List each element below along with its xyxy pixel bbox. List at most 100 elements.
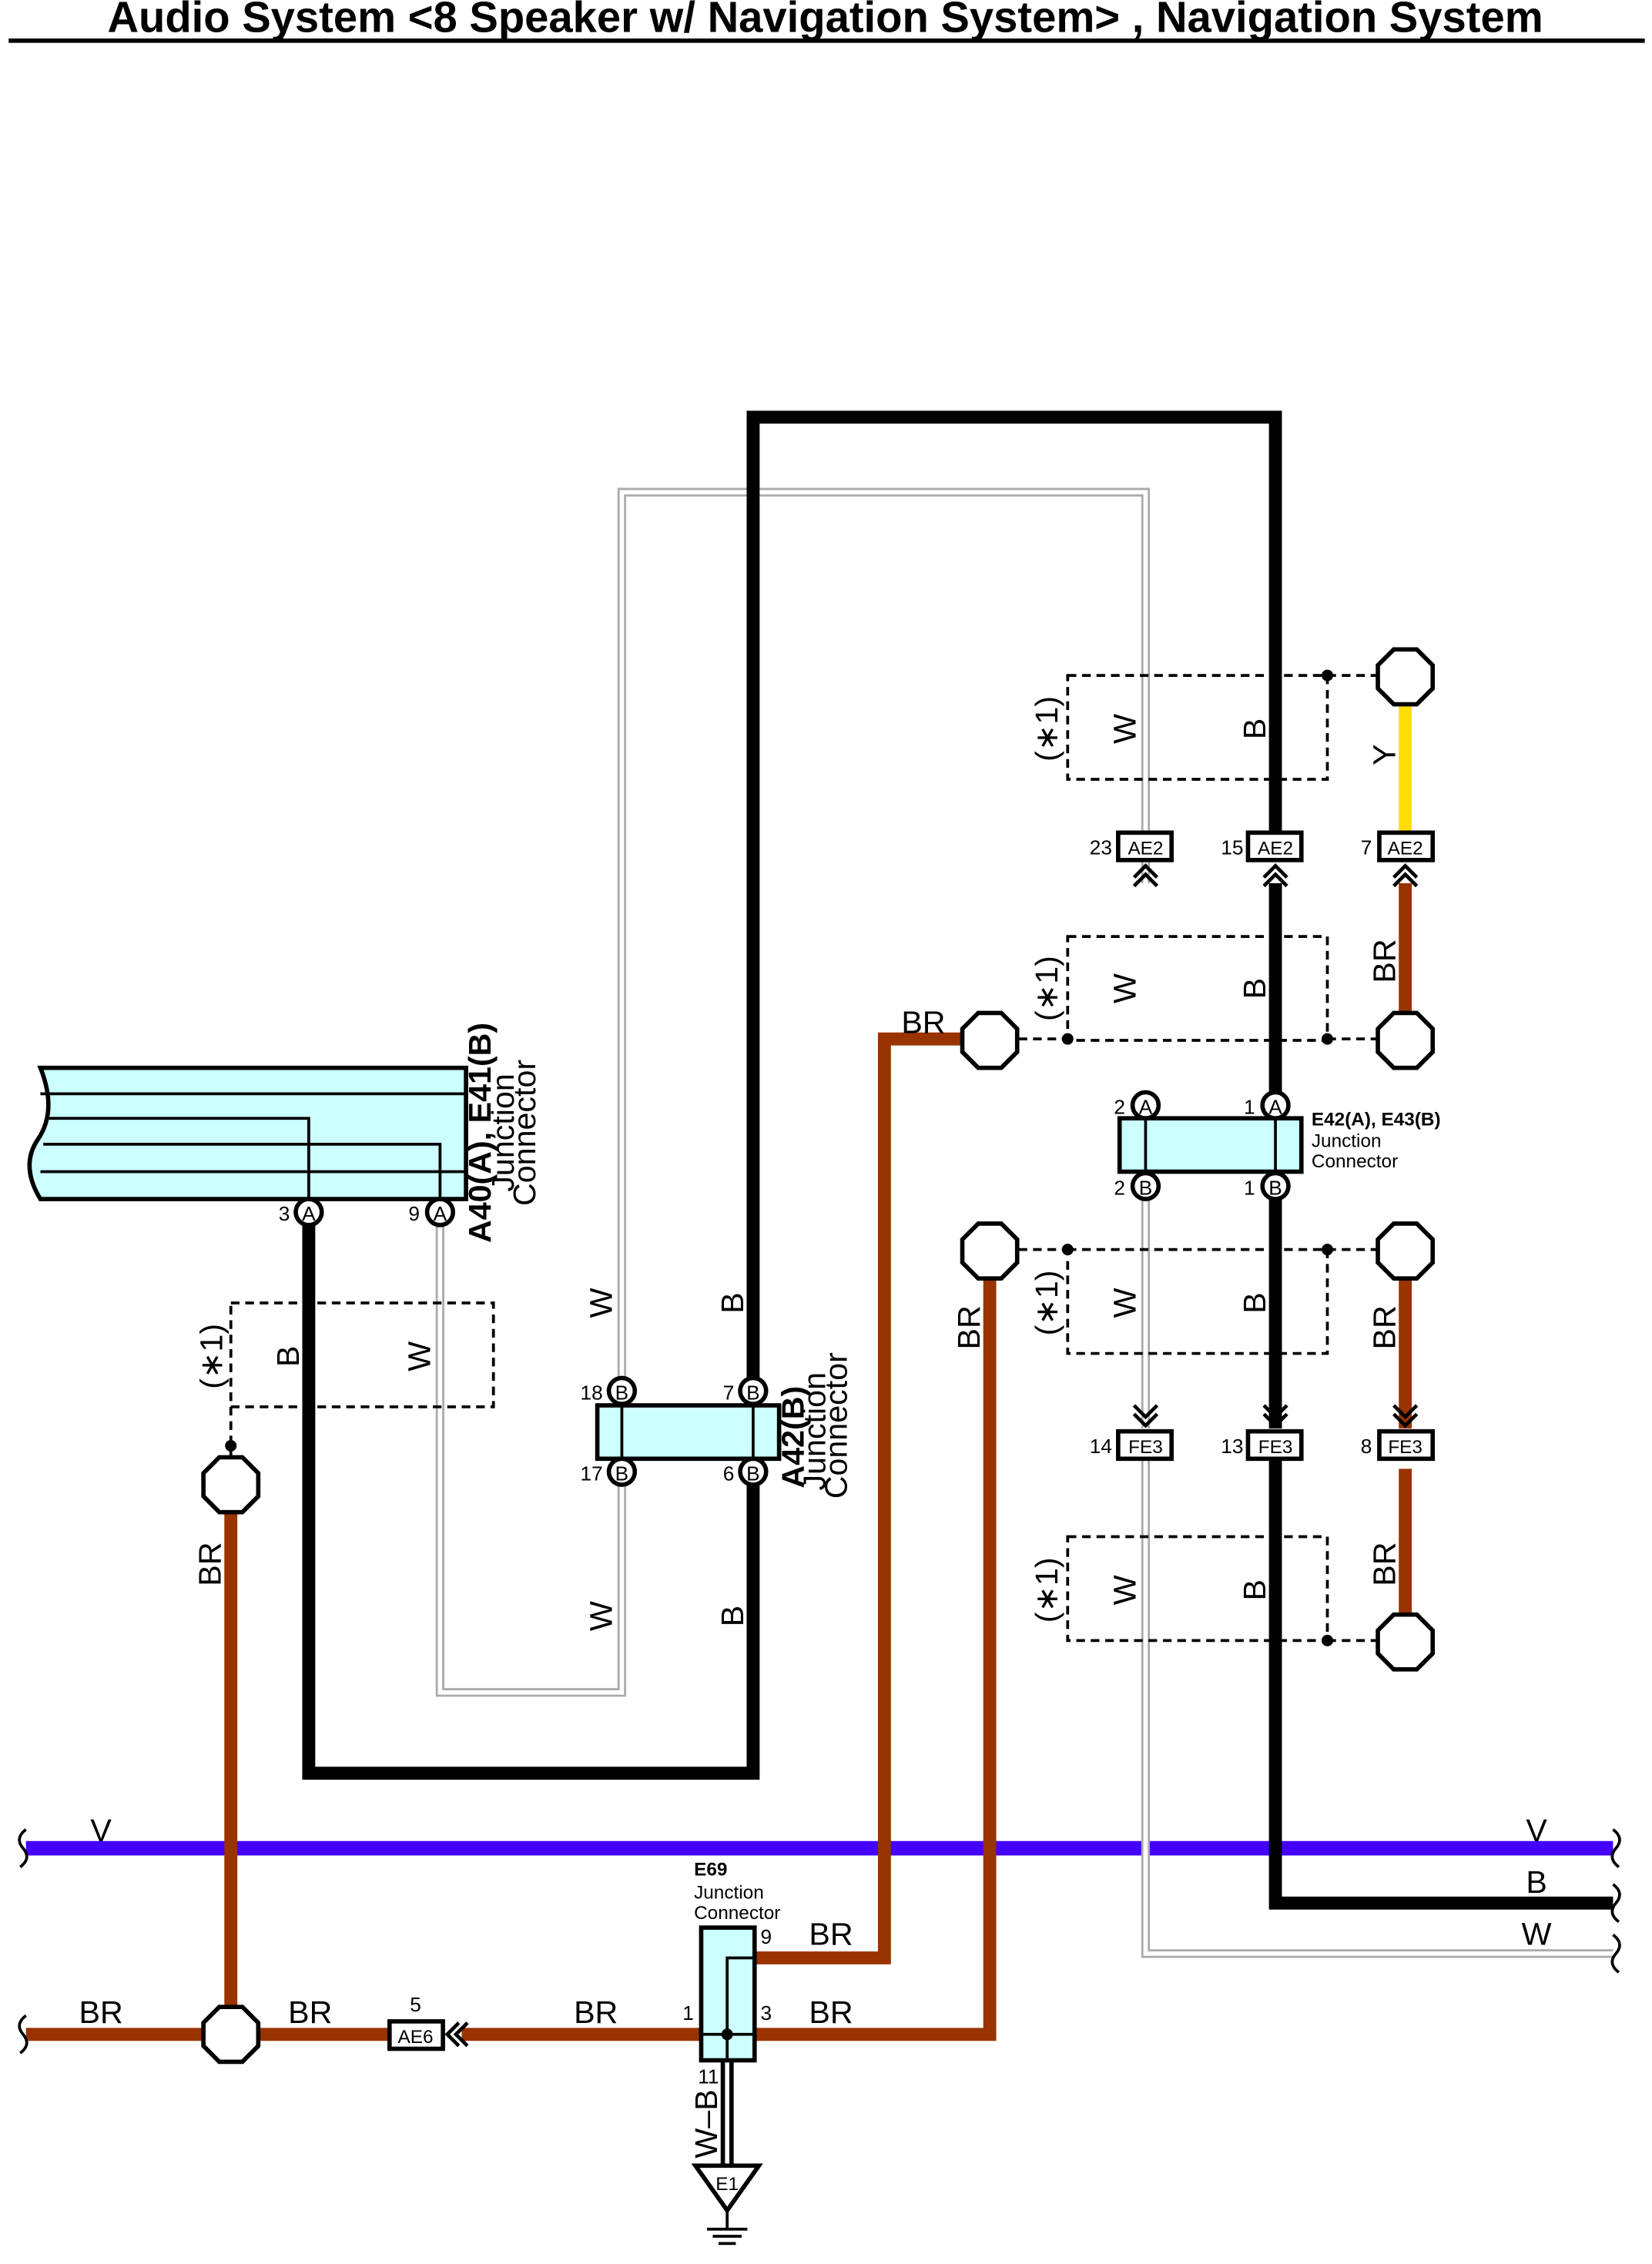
wire-label-w: W (1107, 1575, 1142, 1605)
wire-label-br: BR (193, 1542, 228, 1586)
wire-label-b: B (715, 1292, 750, 1313)
pin-number: 3 (279, 1202, 290, 1225)
wire-label-b: B (1237, 978, 1272, 999)
wire-b-loop-lower (302, 1211, 760, 1780)
ground-label: E1 (715, 2174, 739, 2195)
wire-labels-horizontal: BR V V B W BR BR BR BR BR (79, 1005, 1552, 2030)
wire-label-br: BR (809, 1917, 853, 1952)
pin-number: 1 (1244, 1176, 1255, 1199)
wire-br-group (25, 882, 1412, 2041)
junction-dots (225, 669, 1333, 2042)
pin-number: 18 (580, 1382, 602, 1405)
pin-letter: B (615, 1382, 629, 1405)
splice-points (201, 647, 1436, 2065)
pin-number: 17 (580, 1462, 602, 1485)
splice-octagon (960, 1010, 1020, 1070)
pin-number: 3 (760, 2001, 772, 2025)
wire-label-b: B (715, 1606, 750, 1626)
option-label: (∗1) (1029, 956, 1064, 1021)
inline-connectors-ae2: AE2 23 AE2 15 AE2 7 (1090, 830, 1436, 888)
connector-subtitle: Connector (1312, 1151, 1398, 1172)
pin-letter: B (746, 1382, 760, 1405)
wire-label-wb: W–B (689, 2089, 724, 2158)
wire-label-b: B (1237, 1579, 1272, 1600)
connector-a40-e41: A40(A), E41(B) Junction Connector A 3 A … (27, 1023, 542, 1243)
pin-number: 9 (408, 1202, 420, 1225)
wire-label-w: W (583, 1601, 618, 1631)
wire-w-loop (435, 487, 1613, 1958)
splice-octagon (1376, 1010, 1436, 1070)
connector-subtitle: Junction (1312, 1131, 1382, 1152)
wire-label-br: BR (809, 1994, 853, 2030)
wire-label-w: W (401, 1341, 437, 1371)
wire-label-b: B (1237, 1292, 1272, 1313)
wire-label-w: W (583, 1288, 618, 1318)
connector-body (1117, 1116, 1304, 1174)
connector-e42-e43: E42(A), E43(B) Junction Connector A A B … (1114, 1090, 1441, 1201)
pin-number: 14 (1090, 1435, 1112, 1458)
pin-letter: B (1139, 1176, 1153, 1199)
pin-number: 23 (1090, 836, 1112, 859)
wire-label-b: B (1526, 1864, 1546, 1900)
splice-octagon (1376, 1221, 1436, 1281)
connector-body (595, 1403, 782, 1462)
wire-label-w: W (1107, 973, 1142, 1003)
wire-label-w: W (1107, 714, 1142, 744)
pin-letter: B (746, 1462, 760, 1485)
wire-b-loop-upper (746, 410, 1282, 1392)
inline-connector-name: AE2 (1128, 838, 1163, 859)
option-label: (∗1) (193, 1324, 229, 1389)
wire-label-b: B (1237, 718, 1272, 739)
wire-label-br: BR (1367, 939, 1402, 983)
pin-number: 13 (1221, 1435, 1243, 1458)
option-box-leads (229, 674, 1382, 1643)
connector-subtitle: Connector (694, 1903, 780, 1924)
wire-label-v: V (1526, 1813, 1547, 1848)
pin-letter: A (434, 1202, 447, 1225)
inline-connector-name: AE2 (1258, 838, 1293, 859)
inline-connector-name: AE6 (398, 2027, 434, 2048)
inline-connector-ae6: AE6 5 (387, 1993, 469, 2051)
option-label: (∗1) (1029, 696, 1064, 762)
pin-number: 2 (1114, 1176, 1125, 1199)
connector-title: E69 (694, 1860, 727, 1881)
pin-number: 9 (760, 1925, 772, 1948)
splice-octagon (960, 1221, 1020, 1281)
wire-label-y: Y (1367, 744, 1402, 765)
pin-number: 7 (723, 1382, 735, 1405)
pin-number: 11 (698, 2065, 719, 2088)
inline-connector-name: FE3 (1388, 1437, 1422, 1458)
pin-letter: A (302, 1202, 316, 1225)
pin-number: 1 (682, 2001, 694, 2025)
wire-label-br: BR (951, 1305, 987, 1349)
pin-number: 7 (1361, 836, 1372, 859)
pin-number: 5 (410, 1993, 421, 2016)
wire-label-br: BR (1367, 1542, 1402, 1586)
pin-number: 1 (1244, 1096, 1255, 1119)
wire-label-w: W (1107, 1288, 1142, 1318)
wire-w-loop-inner (437, 490, 1613, 1956)
connector-title: E42(A), E43(B) (1312, 1110, 1441, 1130)
wire-label-w: W (1522, 1917, 1552, 1952)
connector-e69: E69 Junction Connector 9 1 3 11 (682, 1860, 780, 2088)
pin-number: 8 (1361, 1435, 1372, 1458)
splice-octagon (1376, 1612, 1436, 1672)
wire-break-marks (18, 1828, 1621, 2055)
connector-subtitle: Junction (485, 1073, 521, 1191)
pin-letter: B (615, 1462, 629, 1485)
wire-label-br: BR (288, 1994, 332, 2030)
page-title: Audio System <8 Speaker w/ Navigation Sy… (107, 0, 1543, 42)
connector-subtitle: Connector (507, 1060, 542, 1206)
pin-letter: A (1139, 1096, 1153, 1119)
wire-label-b: B (270, 1346, 306, 1367)
option-label: (∗1) (1029, 1557, 1064, 1623)
pin-number: 2 (1114, 1096, 1125, 1119)
splice-octagon (1376, 647, 1436, 707)
wire-label-br: BR (901, 1005, 945, 1040)
connector-subtitle: Junction (797, 1372, 833, 1490)
wire-label-br: BR (79, 1994, 123, 2030)
inline-connector-name: FE3 (1258, 1437, 1293, 1458)
pin-number: 6 (723, 1462, 735, 1485)
wire-b-fe3-right (1268, 1457, 1613, 1910)
